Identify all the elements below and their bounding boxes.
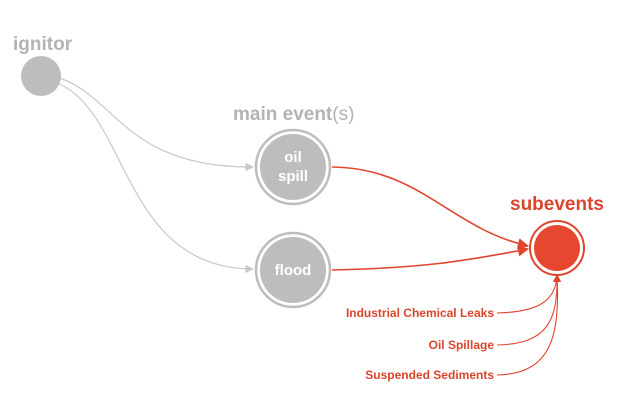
subevent-item-industrial-chemical-leaks: Industrial Chemical Leaks xyxy=(346,306,494,320)
subevents-title: subevents xyxy=(510,194,604,215)
edge-oil-spill-to-subevents xyxy=(331,166,530,250)
main-events-title-suffix: (s) xyxy=(332,104,354,125)
main-event-node-oil-spill: oil spill xyxy=(254,128,332,206)
subevents-node xyxy=(529,220,585,276)
ignitor-node xyxy=(21,56,61,96)
main-event-node-flood: flood xyxy=(254,231,332,309)
edge-ignitor-to-flood xyxy=(54,81,254,274)
subevent-item-suspended-sediments: Suspended Sediments xyxy=(365,368,494,382)
edge-suspended-sediments-to-subevents xyxy=(496,274,562,376)
edge-industrial-chemical-leaks-to-subevents xyxy=(496,274,561,314)
main-event-label-spill: spill xyxy=(278,168,308,185)
edge-ignitor-to-oil-spill xyxy=(51,75,254,172)
subevent-item-oil-spillage: Oil Spillage xyxy=(429,338,495,352)
main-event-label-oil: oil xyxy=(284,149,302,166)
edge-flood-to-subevents xyxy=(331,245,530,271)
ignitor-title: ignitor xyxy=(13,34,73,55)
edge-oil-spillage-to-subevents xyxy=(496,274,562,346)
main-events-title: main event(s) xyxy=(233,104,354,125)
main-event-label-flood: flood xyxy=(275,262,312,279)
